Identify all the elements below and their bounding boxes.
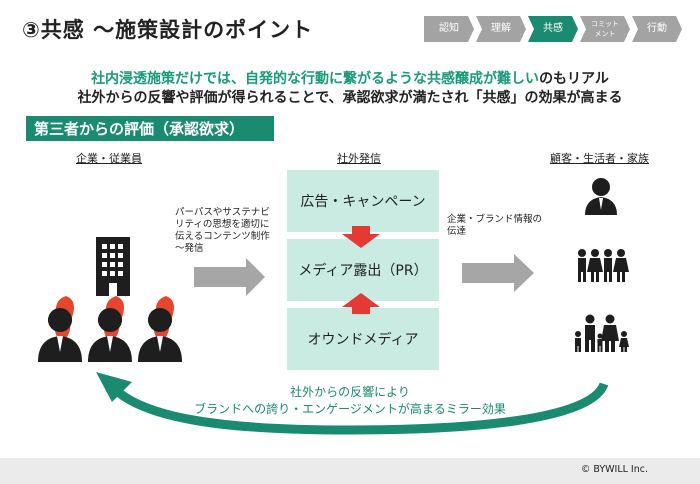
feedback-line-2: ブランドへの誇り・エンゲージメントが高まるミラー効果 [194,402,506,416]
step-awareness: 認知 [424,16,474,42]
employee-icon-2 [88,296,132,362]
note-brand-info: 企業・ブランド情報の 伝達 [447,214,543,237]
box-advertising: 広告・キャンペーン [287,170,439,232]
diagram-graphics [38,178,629,435]
lead-rest: のもリアル [539,71,609,87]
footer-bar: © BYWILL Inc. [0,458,700,484]
step-commitment-label: コミット メント [591,20,619,38]
step-empathy: 共感 [528,16,578,42]
employee-icon-1 [38,296,82,362]
feedback-arrowhead-icon [96,372,132,402]
lead-line-2: 社外からの反響や評価が得られることで、承認欲求が満たされ「共感」の効果が高まる [77,90,623,106]
box-owned-media: オウンドメディア [287,308,439,370]
column-label-customers: 顧客・生活者・家族 [550,152,649,165]
arrow-up-red-icon [342,293,380,314]
family-icon [575,314,629,352]
arrow-down-red-icon [342,226,380,248]
arrow-right-external-to-customers [462,254,534,292]
people-group-icon [578,249,629,282]
office-building-icon [96,237,130,296]
arrow-right-company-to-external [194,258,265,296]
feedback-line-1: 社外からの反響により [290,385,410,399]
box-media-exposure: メディア露出（PR） [287,239,439,301]
customer-person-icon [585,178,617,215]
note-content-production: パーパスやサステナビ リティの思想を適切に 伝えるコンテンツ制作 〜発信 [175,207,270,254]
step-understanding: 理解 [476,16,526,42]
step-action: 行動 [632,16,682,42]
column-label-company: 企業・従業員 [76,152,142,165]
feedback-curve-arrow [115,381,609,435]
copyright-text: © BYWILL Inc. [580,464,648,475]
step-commitment: コミット メント [580,16,630,42]
page-title: ③共感 〜施策設計のポイント [22,18,314,42]
employee-icon-3 [138,296,182,362]
lead-highlight: 社内浸透施策だけでは、自発的な行動に繋がるような共感醸成が難しい [91,71,540,87]
section-title: 第三者からの評価（承認欲求） [26,116,274,141]
process-steps: 認知 理解 共感 コミット メント 行動 [424,16,682,42]
column-label-external: 社外発信 [337,152,381,165]
lead-line-1: 社内浸透施策だけでは、自発的な行動に繋がるような共感醸成が難しいのもリアル [0,70,700,89]
